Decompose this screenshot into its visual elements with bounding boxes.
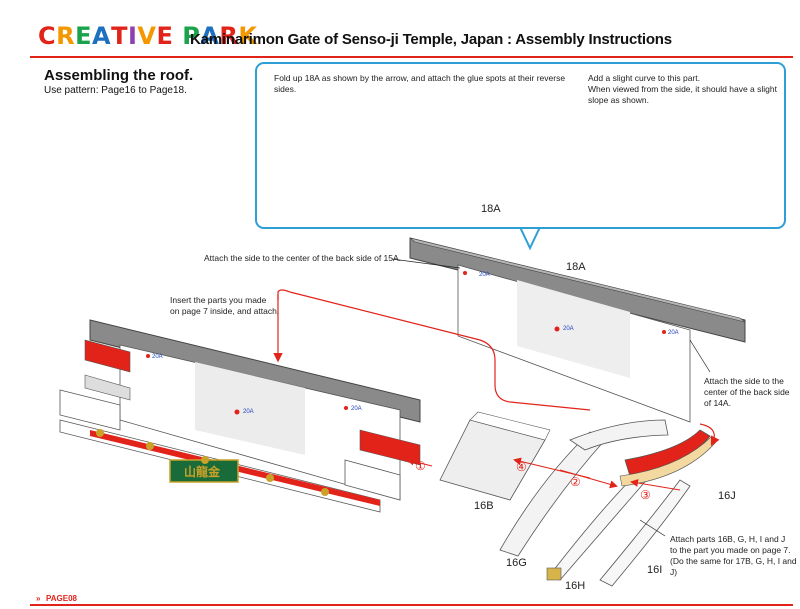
step-4-marker: ④ xyxy=(516,460,527,474)
attach-16-instruction-1: Attach parts 16B, G, H, I and J xyxy=(670,534,786,544)
insert-instruction-2: on page 7 inside, and attach. xyxy=(170,306,280,316)
brand-logo: CREATIVE PARK xyxy=(38,22,258,50)
brand-letter: V xyxy=(137,22,157,50)
attach-16-instruction-3: (Do the same for 17B, G, H, I and J) xyxy=(670,556,797,577)
attach-15a-instruction: Attach the side to the center of the bac… xyxy=(204,253,402,263)
step-1-marker: ① xyxy=(415,459,426,473)
gate-structure xyxy=(59,319,421,513)
attach-14a-instruction-1: Attach the side to the xyxy=(704,376,784,386)
glue-spot xyxy=(662,330,666,334)
step-3-marker: ③ xyxy=(640,488,651,502)
header: CREATIVE PARK Kaminarimon Gate of Senso-… xyxy=(0,0,800,60)
part-16h-label: 16H xyxy=(565,580,586,592)
brand-letter: E xyxy=(75,22,93,50)
glue-spot xyxy=(554,326,560,332)
step-2-marker: ② xyxy=(570,475,581,489)
part-16g xyxy=(499,419,669,557)
footer-marker: » xyxy=(36,594,41,603)
brand-letter: A xyxy=(92,22,112,50)
glue-spot xyxy=(146,354,150,358)
glue-spot xyxy=(463,271,467,275)
header-rule xyxy=(30,56,793,58)
insert-instruction-1: Insert the parts you made xyxy=(170,295,267,305)
fold-instruction: Fold up 18A as shown by the arrow, and a… xyxy=(274,73,566,94)
brand-letter: E xyxy=(156,22,174,50)
callout-box xyxy=(255,62,786,229)
glue-label: 20A xyxy=(152,354,163,360)
brand-letter: P xyxy=(182,22,201,50)
glue-label: 20A xyxy=(668,330,679,336)
glue-label: 20A xyxy=(243,409,254,415)
part-16j-label: 16J xyxy=(718,490,736,502)
curve-instruction-1: Add a slight curve to this part. xyxy=(588,73,700,83)
callout-part-label: 18A xyxy=(481,203,501,215)
part-16j xyxy=(619,423,720,487)
section-subtitle: Use pattern: Page16 to Page18. xyxy=(44,85,187,96)
glue-spot xyxy=(344,406,348,410)
brand-letter: T xyxy=(111,22,128,50)
brand-letter: A xyxy=(200,22,220,50)
curve-instruction-3: slope as shown. xyxy=(588,95,649,105)
attach-14a-instruction-3: of 14A. xyxy=(704,398,731,408)
attach-14a-instruction-2: center of the back side xyxy=(704,387,790,397)
glue-label: 20A xyxy=(563,326,574,332)
part-16b-label: 16B xyxy=(474,500,494,512)
glue-label: 20A xyxy=(351,406,362,412)
brand-letter: C xyxy=(38,22,57,50)
step3-arrow xyxy=(630,479,681,491)
brand-letter: R xyxy=(219,22,239,50)
part-16i xyxy=(599,479,691,587)
document-title: Kaminarimon Gate of Senso-ji Temple, Jap… xyxy=(190,31,672,48)
brand-letter: R xyxy=(56,22,76,50)
part-18a-assembly xyxy=(409,237,746,423)
attach-16-instruction-2: to the part you made on page 7. xyxy=(670,545,791,555)
step2-arrow xyxy=(559,469,618,489)
brand-letter: I xyxy=(127,22,138,50)
glue-label: 20A xyxy=(479,272,490,278)
page-number: PAGE08 xyxy=(46,594,77,603)
footer-rule xyxy=(30,604,793,606)
plaque-text: 山龍金 xyxy=(184,465,221,479)
section-title: Assembling the roof. xyxy=(44,67,194,84)
glue-spot xyxy=(234,409,240,415)
callout-pointer xyxy=(519,226,541,251)
part-16b xyxy=(439,411,551,501)
part-16i-label: 16I xyxy=(647,564,663,576)
brand-letter: K xyxy=(238,22,258,50)
part-16g-label: 16G xyxy=(506,557,527,569)
part-18a-label: 18A xyxy=(566,261,586,273)
curve-instruction-2: When viewed from the side, it should hav… xyxy=(588,84,777,94)
step1-arrow xyxy=(406,457,433,467)
